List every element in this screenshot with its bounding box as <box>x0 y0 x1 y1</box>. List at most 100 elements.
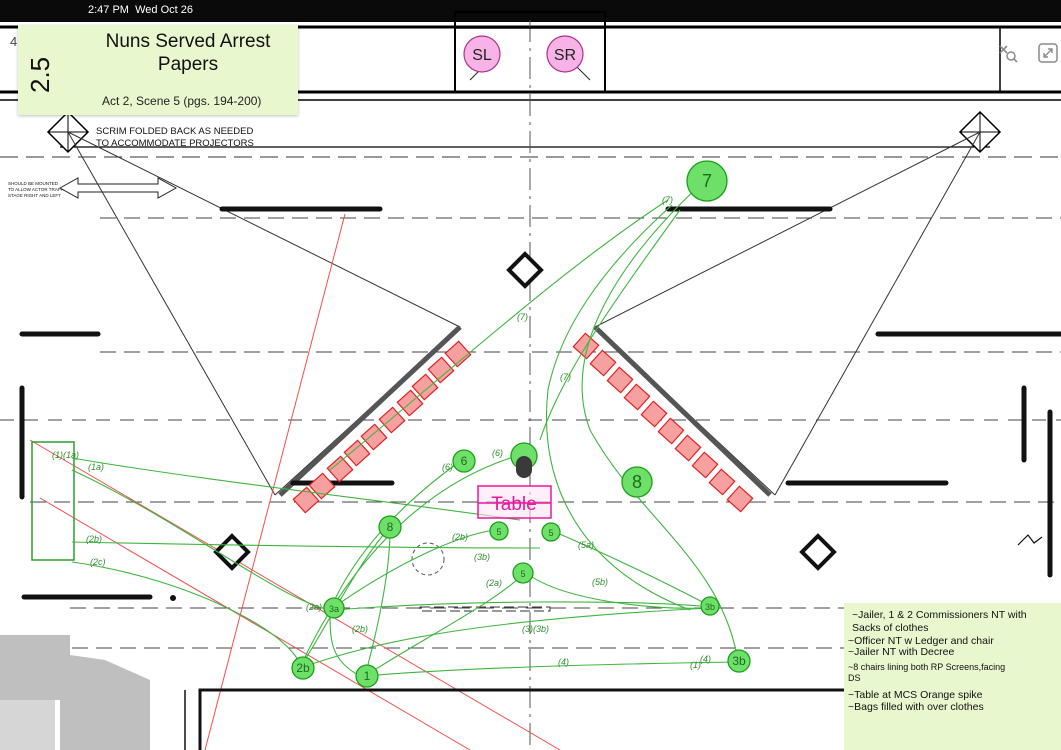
scene-number-wrap: 2.5 <box>18 25 66 115</box>
actor-label: 3a <box>329 604 339 614</box>
status-edge-text: 4 <box>10 34 18 49</box>
note-line: ~8 chairs lining both RP Screens,facing <box>848 662 1006 672</box>
actor-label: 7 <box>702 171 712 191</box>
scene-number: 2.5 <box>25 56 55 93</box>
path-label: (7) <box>560 372 571 382</box>
rp-screen-left <box>278 325 462 497</box>
chair <box>606 366 634 394</box>
note-line: DS <box>848 673 861 683</box>
double-arrow <box>58 177 178 199</box>
path-labels: (7)(7)(7)(1)(1a)(1a)(2b)(2c)(6)(6)(2b)(3… <box>52 195 711 670</box>
actor-marker <box>291 656 315 680</box>
scrim-note-2: TO ACCOMMODATE PROJECTORS <box>96 138 254 149</box>
chair <box>411 373 439 401</box>
projection-beam-right <box>594 131 981 496</box>
path-label: (3b) <box>474 552 490 562</box>
lasso-zoom-icon[interactable] <box>996 41 1020 65</box>
floor-spike-diamond <box>506 251 544 289</box>
officer-chair <box>516 456 532 478</box>
note-line: ~Jailer NT with Decree <box>848 646 955 658</box>
chair <box>708 468 736 496</box>
scene-subtitle: Act 2, Scene 5 (pgs. 194-200) <box>102 94 262 108</box>
expand-icon[interactable] <box>1036 41 1060 65</box>
note-line: Sacks of clothes <box>852 622 929 634</box>
status-bar: 2:47 PM Wed Oct 26 <box>0 0 1061 22</box>
path-label: (7) <box>517 312 528 322</box>
path-label: (4) <box>700 654 711 664</box>
actor-label: 5 <box>548 528 553 538</box>
path-label: (5b) <box>592 577 608 587</box>
house-seating-gray <box>0 635 150 750</box>
path-label: (7) <box>662 195 673 205</box>
side-note-2: TO ALLOW ACTOR TRAFFIC <box>8 187 69 192</box>
chair <box>360 423 388 451</box>
side-note-1: SHOULD BE MOUNTED <box>8 181 59 186</box>
path-label: (3)(3b) <box>522 624 549 634</box>
path-label: (1) <box>690 660 701 670</box>
actor-label: 1 <box>364 669 371 683</box>
spike-circle <box>411 542 445 576</box>
actor-marker <box>621 466 653 498</box>
path-label: (2a) <box>306 602 322 612</box>
table-label: Table <box>491 494 536 515</box>
actor-marker <box>452 449 476 473</box>
actor-marker <box>686 160 728 202</box>
center-booth <box>454 11 606 93</box>
actor-marker <box>512 562 534 584</box>
apron-edge <box>198 688 1061 750</box>
chair <box>623 383 651 411</box>
actor-marker <box>700 596 720 616</box>
path-label: (2c) <box>90 557 106 567</box>
path-label: (1a) <box>88 462 104 472</box>
chair <box>326 455 354 483</box>
notes-card[interactable]: ~Jailer, 1 & 2 Commissioners NT with Sac… <box>844 603 1061 750</box>
note-line: ~Table at MCS Orange spike <box>848 689 983 701</box>
chair <box>726 485 754 513</box>
track <box>419 606 551 612</box>
chair <box>691 451 719 479</box>
actor-label: 5 <box>520 569 525 579</box>
wing-marker-sr <box>546 35 584 73</box>
path-label: (1)(1a) <box>52 450 79 460</box>
path-label: (5a) <box>578 540 594 550</box>
actor-label: 8 <box>632 472 642 492</box>
chair <box>589 349 617 377</box>
actor-marker <box>323 597 345 619</box>
wing-label-sl: SL <box>472 47 492 64</box>
actor-label: 6 <box>461 454 468 468</box>
table <box>477 485 552 519</box>
actor-marker <box>727 649 751 673</box>
actor-marker <box>355 664 379 688</box>
wing-label-sr: SR <box>554 47 576 64</box>
actor-label: 3b <box>732 654 746 668</box>
note-line: ~Officer NT w Ledger and chair <box>848 635 994 647</box>
wing-marker-sl <box>463 35 501 73</box>
path-label: (6) <box>492 448 503 458</box>
path-label: (2a) <box>486 578 502 588</box>
actor-label: 5 <box>496 527 501 537</box>
path-label: (2b) <box>452 532 468 542</box>
chair <box>657 417 685 445</box>
chair <box>444 340 472 368</box>
chairs <box>292 332 754 514</box>
chair <box>674 434 702 462</box>
masking-bars <box>19 206 1061 600</box>
actor-marker <box>541 522 561 542</box>
scrim-note-1: SCRIM FOLDED BACK AS NEEDED <box>96 126 253 137</box>
path-label: (6) <box>442 462 453 472</box>
actor-label: 2b <box>296 661 310 675</box>
rp-screen-right <box>593 325 772 497</box>
movement-paths <box>71 184 739 677</box>
status-time: 2:47 PM Wed Oct 26 <box>88 4 193 16</box>
chair <box>292 486 320 514</box>
chair <box>343 439 371 467</box>
floor-spike-diamond <box>799 533 837 571</box>
actor-label: 8 <box>387 520 394 534</box>
chair <box>640 400 668 428</box>
sight-lines <box>29 213 561 750</box>
actor-marker <box>378 515 402 539</box>
note-line: ~Jailer, 1 & 2 Commissioners NT with <box>852 609 1027 621</box>
